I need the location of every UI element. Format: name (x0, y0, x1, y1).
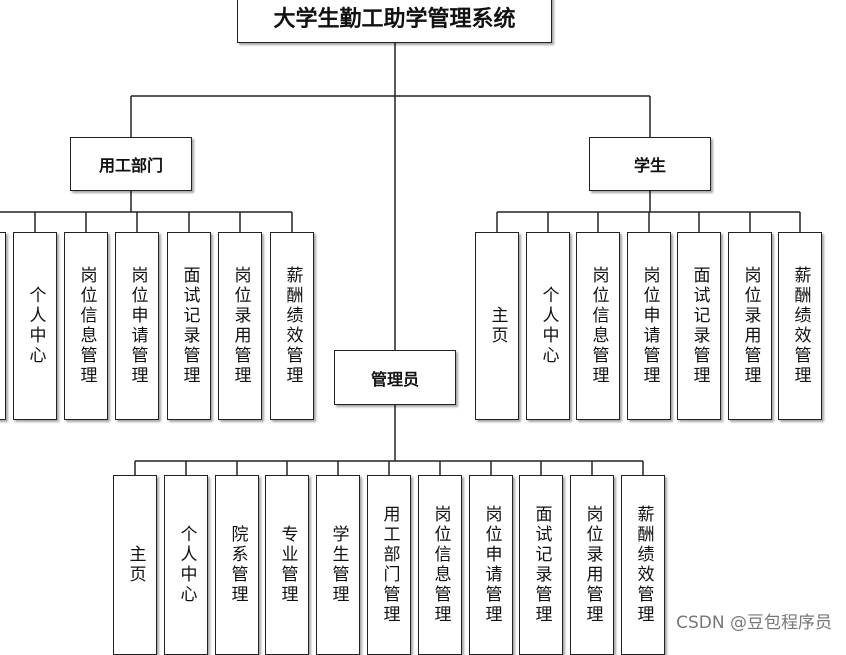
employer-leaf-label: 面试记录管理 (179, 266, 200, 386)
student-leaf: 主页 (475, 232, 519, 420)
student-leaf: 岗位信息管理 (576, 232, 620, 420)
employer-leaf-label: 岗位申请管理 (127, 266, 148, 386)
student-leaf: 薪酬绩效管理 (778, 232, 822, 420)
admin-leaf: 薪酬绩效管理 (621, 475, 665, 655)
admin-leaf-label: 主页 (125, 545, 146, 585)
admin-leaf: 个人中心 (164, 475, 208, 655)
employer-label: 用工部门 (98, 156, 163, 175)
student-label: 学生 (633, 156, 666, 175)
admin-leaf: 主页 (113, 475, 157, 655)
admin-node: 管理员 (334, 350, 456, 405)
admin-leaf-label: 个人中心 (176, 525, 197, 605)
root-node: 大学生勤工助学管理系统 (237, 0, 552, 43)
admin-leaf-label: 用工部门管理 (379, 505, 400, 625)
student-leaf-label: 个人中心 (538, 286, 559, 366)
employer-leaf-label: 岗位录用管理 (230, 266, 251, 386)
student-leaf: 岗位申请管理 (627, 232, 671, 420)
admin-leaf: 岗位信息管理 (418, 475, 462, 655)
employer-leaf: 面试记录管理 (167, 232, 211, 420)
admin-leaf-label: 院系管理 (227, 525, 248, 605)
admin-leaf: 学生管理 (316, 475, 360, 655)
admin-leaf-label: 岗位申请管理 (481, 505, 502, 625)
watermark: CSDN @豆包程序员 (676, 613, 832, 633)
student-leaf-label: 薪酬绩效管理 (790, 266, 811, 386)
employer-leaf: 岗位申请管理 (115, 232, 159, 420)
employer-leaf: 岗位录用管理 (218, 232, 262, 420)
employer-leaf-label: 岗位信息管理 (76, 266, 97, 386)
admin-label: 管理员 (370, 369, 419, 389)
admin-leaf: 面试记录管理 (519, 475, 563, 655)
admin-leaf: 院系管理 (215, 475, 259, 655)
admin-leaf: 用工部门管理 (367, 475, 411, 655)
admin-leaf-label: 岗位录用管理 (582, 505, 603, 625)
student-leaf: 个人中心 (526, 232, 570, 420)
employer-leaf: 岗位信息管理 (64, 232, 108, 420)
student-leaf-label: 岗位信息管理 (588, 266, 609, 386)
admin-leaf: 岗位申请管理 (469, 475, 513, 655)
admin-leaf-label: 专业管理 (277, 525, 298, 605)
system-title: 大学生勤工助学管理系统 (273, 6, 516, 32)
employer-leaf: 薪酬绩效管理 (270, 232, 314, 420)
admin-leaf-label: 面试记录管理 (531, 505, 552, 625)
connector-lines (0, 43, 801, 475)
employer-leaf-label: 薪酬绩效管理 (282, 266, 303, 386)
admin-leaf: 岗位录用管理 (570, 475, 614, 655)
employer-node: 用工部门 (70, 137, 192, 191)
admin-leaf-label: 薪酬绩效管理 (633, 505, 654, 625)
student-leaf-label: 面试记录管理 (689, 266, 710, 386)
admin-leaf-label: 岗位信息管理 (430, 505, 451, 625)
student-leaf-label: 岗位录用管理 (740, 266, 761, 386)
student-leaf: 岗位录用管理 (728, 232, 772, 420)
student-leaf: 面试记录管理 (677, 232, 721, 420)
employer-leaf-label: 个人中心 (25, 286, 46, 366)
employer-leaf-partial (0, 232, 6, 420)
employer-leaf: 个人中心 (13, 232, 57, 420)
admin-leaf: 专业管理 (265, 475, 309, 655)
student-leaf-label: 主页 (487, 306, 508, 346)
admin-leaf-label: 学生管理 (328, 525, 349, 605)
student-leaf-label: 岗位申请管理 (639, 266, 660, 386)
student-node: 学生 (589, 137, 711, 191)
